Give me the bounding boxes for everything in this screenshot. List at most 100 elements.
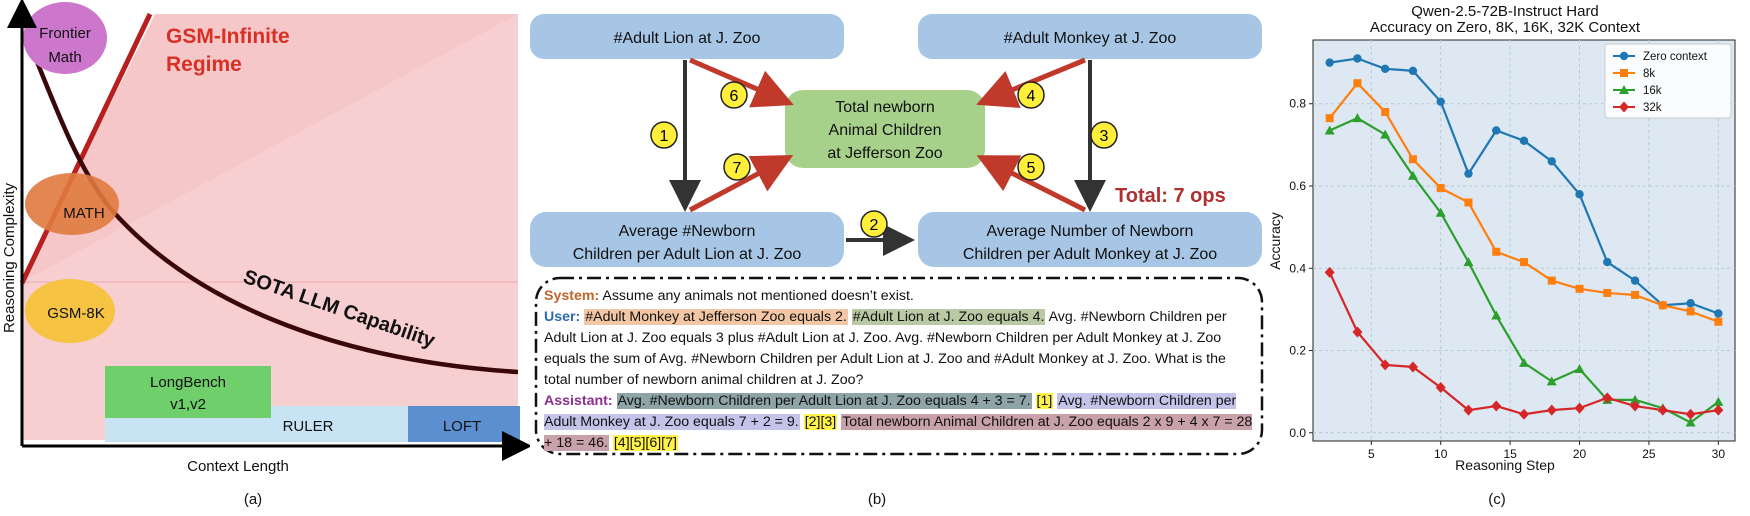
node-avg-monkey-label-line1: Average Number of Newborn [987, 223, 1194, 240]
sota-capability-curve [23, 33, 519, 375]
node-total-label-line3: at Jefferson Zoo [827, 145, 942, 162]
svg-text:6: 6 [730, 88, 739, 105]
data-point [1324, 266, 1335, 278]
data-point [1519, 408, 1529, 420]
node-avg-monkey [918, 212, 1262, 267]
data-point [1492, 247, 1501, 256]
data-point [1574, 364, 1585, 374]
longbench-label-line2: v1,v2 [170, 396, 206, 413]
data-point [1491, 310, 1502, 320]
data-point [1436, 184, 1445, 193]
data-point [1714, 309, 1723, 318]
data-point [1685, 408, 1696, 420]
data-point [1685, 417, 1696, 427]
ruler-label: RULER [283, 418, 334, 435]
data-point [1436, 97, 1445, 106]
x-tick-label: 20 [1573, 447, 1587, 461]
data-point [1713, 396, 1724, 406]
user-highlight-monkey: #Adult Monkey at Jefferson Zoo equals 2. [584, 309, 848, 325]
caption-c: (c) [1488, 491, 1506, 508]
x-tick-label: 25 [1642, 447, 1656, 461]
chart-title-line2: Accuracy on Zero, 8K, 16K, 32K Context [1370, 19, 1641, 36]
y-tick-label: 0.0 [1289, 426, 1306, 440]
edge-op4 [976, 57, 1086, 109]
data-point [1408, 66, 1418, 76]
x-tick-label: 30 [1712, 447, 1726, 461]
panel-b: 1 2 3 4 5 6 7 #Adult Lion at J. Zoo #Adu… [530, 14, 1264, 508]
user-text: Avg. #Newborn Children per Adult Lion at… [544, 309, 1227, 388]
data-point [1713, 404, 1724, 416]
data-point [1630, 400, 1641, 412]
assistant-tag-3: [4][5][6][7] [612, 435, 678, 451]
user-highlight-lion: #Adult Lion at J. Zoo equals 4. [851, 309, 1046, 325]
legend-label: 32k [1643, 102, 1662, 114]
node-avg-lion [530, 212, 844, 267]
chart-y-label: Accuracy [1267, 212, 1283, 270]
y-tick-label: 0.6 [1289, 179, 1306, 193]
data-point [1603, 288, 1612, 297]
edge-op6 [689, 57, 794, 108]
data-point [1380, 129, 1391, 139]
data-point [1381, 107, 1390, 116]
data-point [1714, 317, 1723, 326]
data-point [1463, 257, 1474, 267]
data-point [1352, 113, 1363, 123]
data-point [1547, 276, 1556, 285]
data-point [1603, 257, 1612, 267]
data-point [1575, 190, 1584, 199]
system-text: Assume any animals not mentioned doesn’t… [602, 288, 914, 304]
x-tick-label: 15 [1503, 447, 1517, 461]
y-tick-label: 0.8 [1289, 97, 1306, 111]
user-block: User: #Adult Monkey at Jefferson Zoo equ… [544, 307, 1256, 391]
node-total-newborn [785, 90, 985, 168]
math-label: MATH [63, 205, 104, 222]
legend-label: 16k [1643, 85, 1662, 97]
y-tick-label: 0.2 [1289, 344, 1306, 358]
y-axis-label: Reasoning Complexity [1, 182, 18, 333]
data-point [1575, 284, 1584, 293]
regime-title-line2: Regime [166, 53, 242, 76]
chart-title-line1: Qwen-2.5-72B-Instruct Hard [1411, 3, 1599, 20]
caption-a: (a) [244, 491, 262, 508]
data-point [1435, 207, 1446, 217]
prompt-text: System: Assume any animals not mentioned… [544, 286, 1256, 454]
frontier-math-label-line2: Math [48, 49, 81, 66]
node-adult-monkey [918, 14, 1262, 59]
frontier-math-ellipse [23, 2, 107, 74]
gsm8k-label: GSM-8K [47, 305, 105, 322]
regime-highlight [22, 14, 518, 440]
edge-op7 [688, 154, 794, 213]
op-badge-2: 2 [860, 210, 888, 238]
data-point [1407, 361, 1418, 373]
svg-text:1: 1 [660, 128, 669, 145]
assistant-tag-1: [1] [1035, 393, 1054, 409]
data-point [1602, 392, 1613, 404]
data-point [1686, 299, 1695, 308]
legend-label: Zero context [1643, 51, 1708, 63]
node-adult-lion-label: #Adult Lion at J. Zoo [614, 30, 761, 47]
data-point [1657, 404, 1668, 416]
regime-boundary-line [19, 12, 153, 285]
prompt-box [534, 276, 1264, 456]
loft-label: LOFT [443, 418, 481, 435]
data-point [1492, 126, 1501, 135]
caption-b: (b) [868, 491, 886, 508]
longbench-bar [105, 366, 271, 418]
op-badge-4: 4 [1017, 81, 1045, 109]
gsm8k-ellipse [25, 279, 115, 343]
data-point [1520, 258, 1528, 267]
data-point [1546, 404, 1557, 416]
data-point [1574, 402, 1585, 414]
legend-marker [1619, 101, 1629, 113]
data-point [1463, 404, 1474, 416]
x-tick-label: 10 [1434, 447, 1448, 461]
data-point [1380, 64, 1390, 73]
loft-bar [408, 406, 520, 442]
assistant-block: Assistant: Avg. #Newborn Children per Ad… [544, 391, 1256, 454]
assistant-label: Assistant: [544, 393, 613, 409]
svg-text:2: 2 [870, 217, 879, 234]
svg-text:7: 7 [733, 160, 742, 177]
assistant-step-1: Avg. #Newborn Children per Adult Lion at… [616, 393, 1032, 409]
data-point [1435, 382, 1446, 394]
data-point [1407, 170, 1418, 180]
